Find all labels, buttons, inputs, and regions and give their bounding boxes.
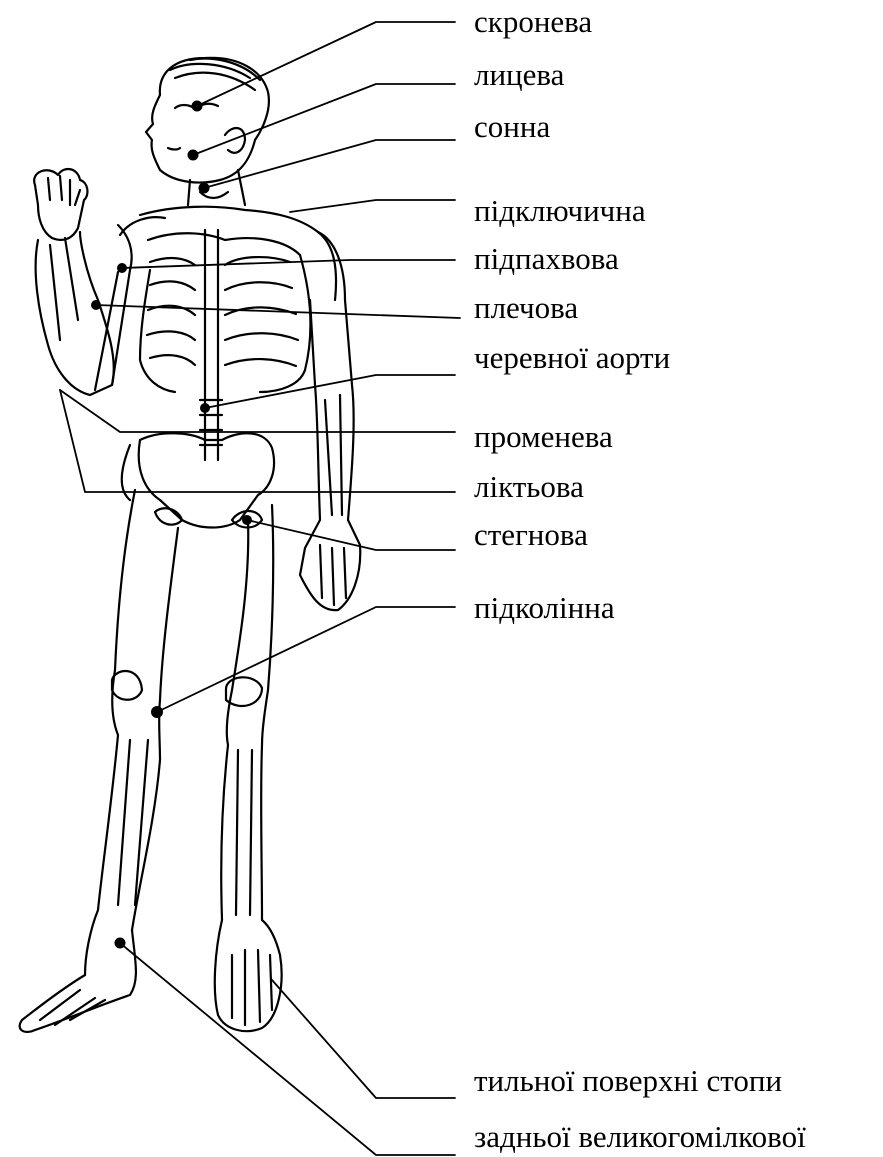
label-axillary: підпахвова (474, 242, 619, 276)
leader-line-brachial (96, 305, 460, 318)
leader-line-subclavian (290, 200, 455, 212)
torso-outline (120, 207, 336, 460)
right-arm-outline (34, 169, 132, 395)
label-brachial: плечова (474, 291, 578, 325)
head-outline (146, 58, 269, 183)
leader-line-popliteal (157, 607, 455, 712)
label-carotid: сонна (474, 110, 550, 144)
label-facial: лицева (474, 58, 564, 92)
label-popliteal: підколінна (474, 591, 615, 625)
label-temporal: скронева (474, 5, 592, 39)
leader-line-aorta (205, 375, 455, 408)
leader-line-dorsalis (272, 980, 455, 1098)
label-dorsalis: тильної поверхні стопи (474, 1064, 782, 1098)
label-femoral: стегнова (474, 518, 588, 552)
leader-line-facial (193, 84, 455, 155)
leader-line-tibial (120, 943, 455, 1155)
label-aorta: черевної аорти (474, 341, 670, 375)
right-leg-outline (20, 490, 178, 1032)
left-arm-outline (300, 232, 360, 610)
neck-outline (188, 170, 245, 205)
leader-line-ulnar (60, 390, 455, 492)
left-leg-outline (215, 505, 282, 1031)
label-radial: променева (474, 420, 613, 454)
leader-line-radial (60, 390, 455, 432)
pelvis-outline (122, 433, 274, 527)
label-ulnar: ліктьова (474, 470, 584, 504)
label-tibial: задньої великогомілкової (474, 1120, 806, 1154)
label-subclavian: підключична (474, 194, 646, 228)
